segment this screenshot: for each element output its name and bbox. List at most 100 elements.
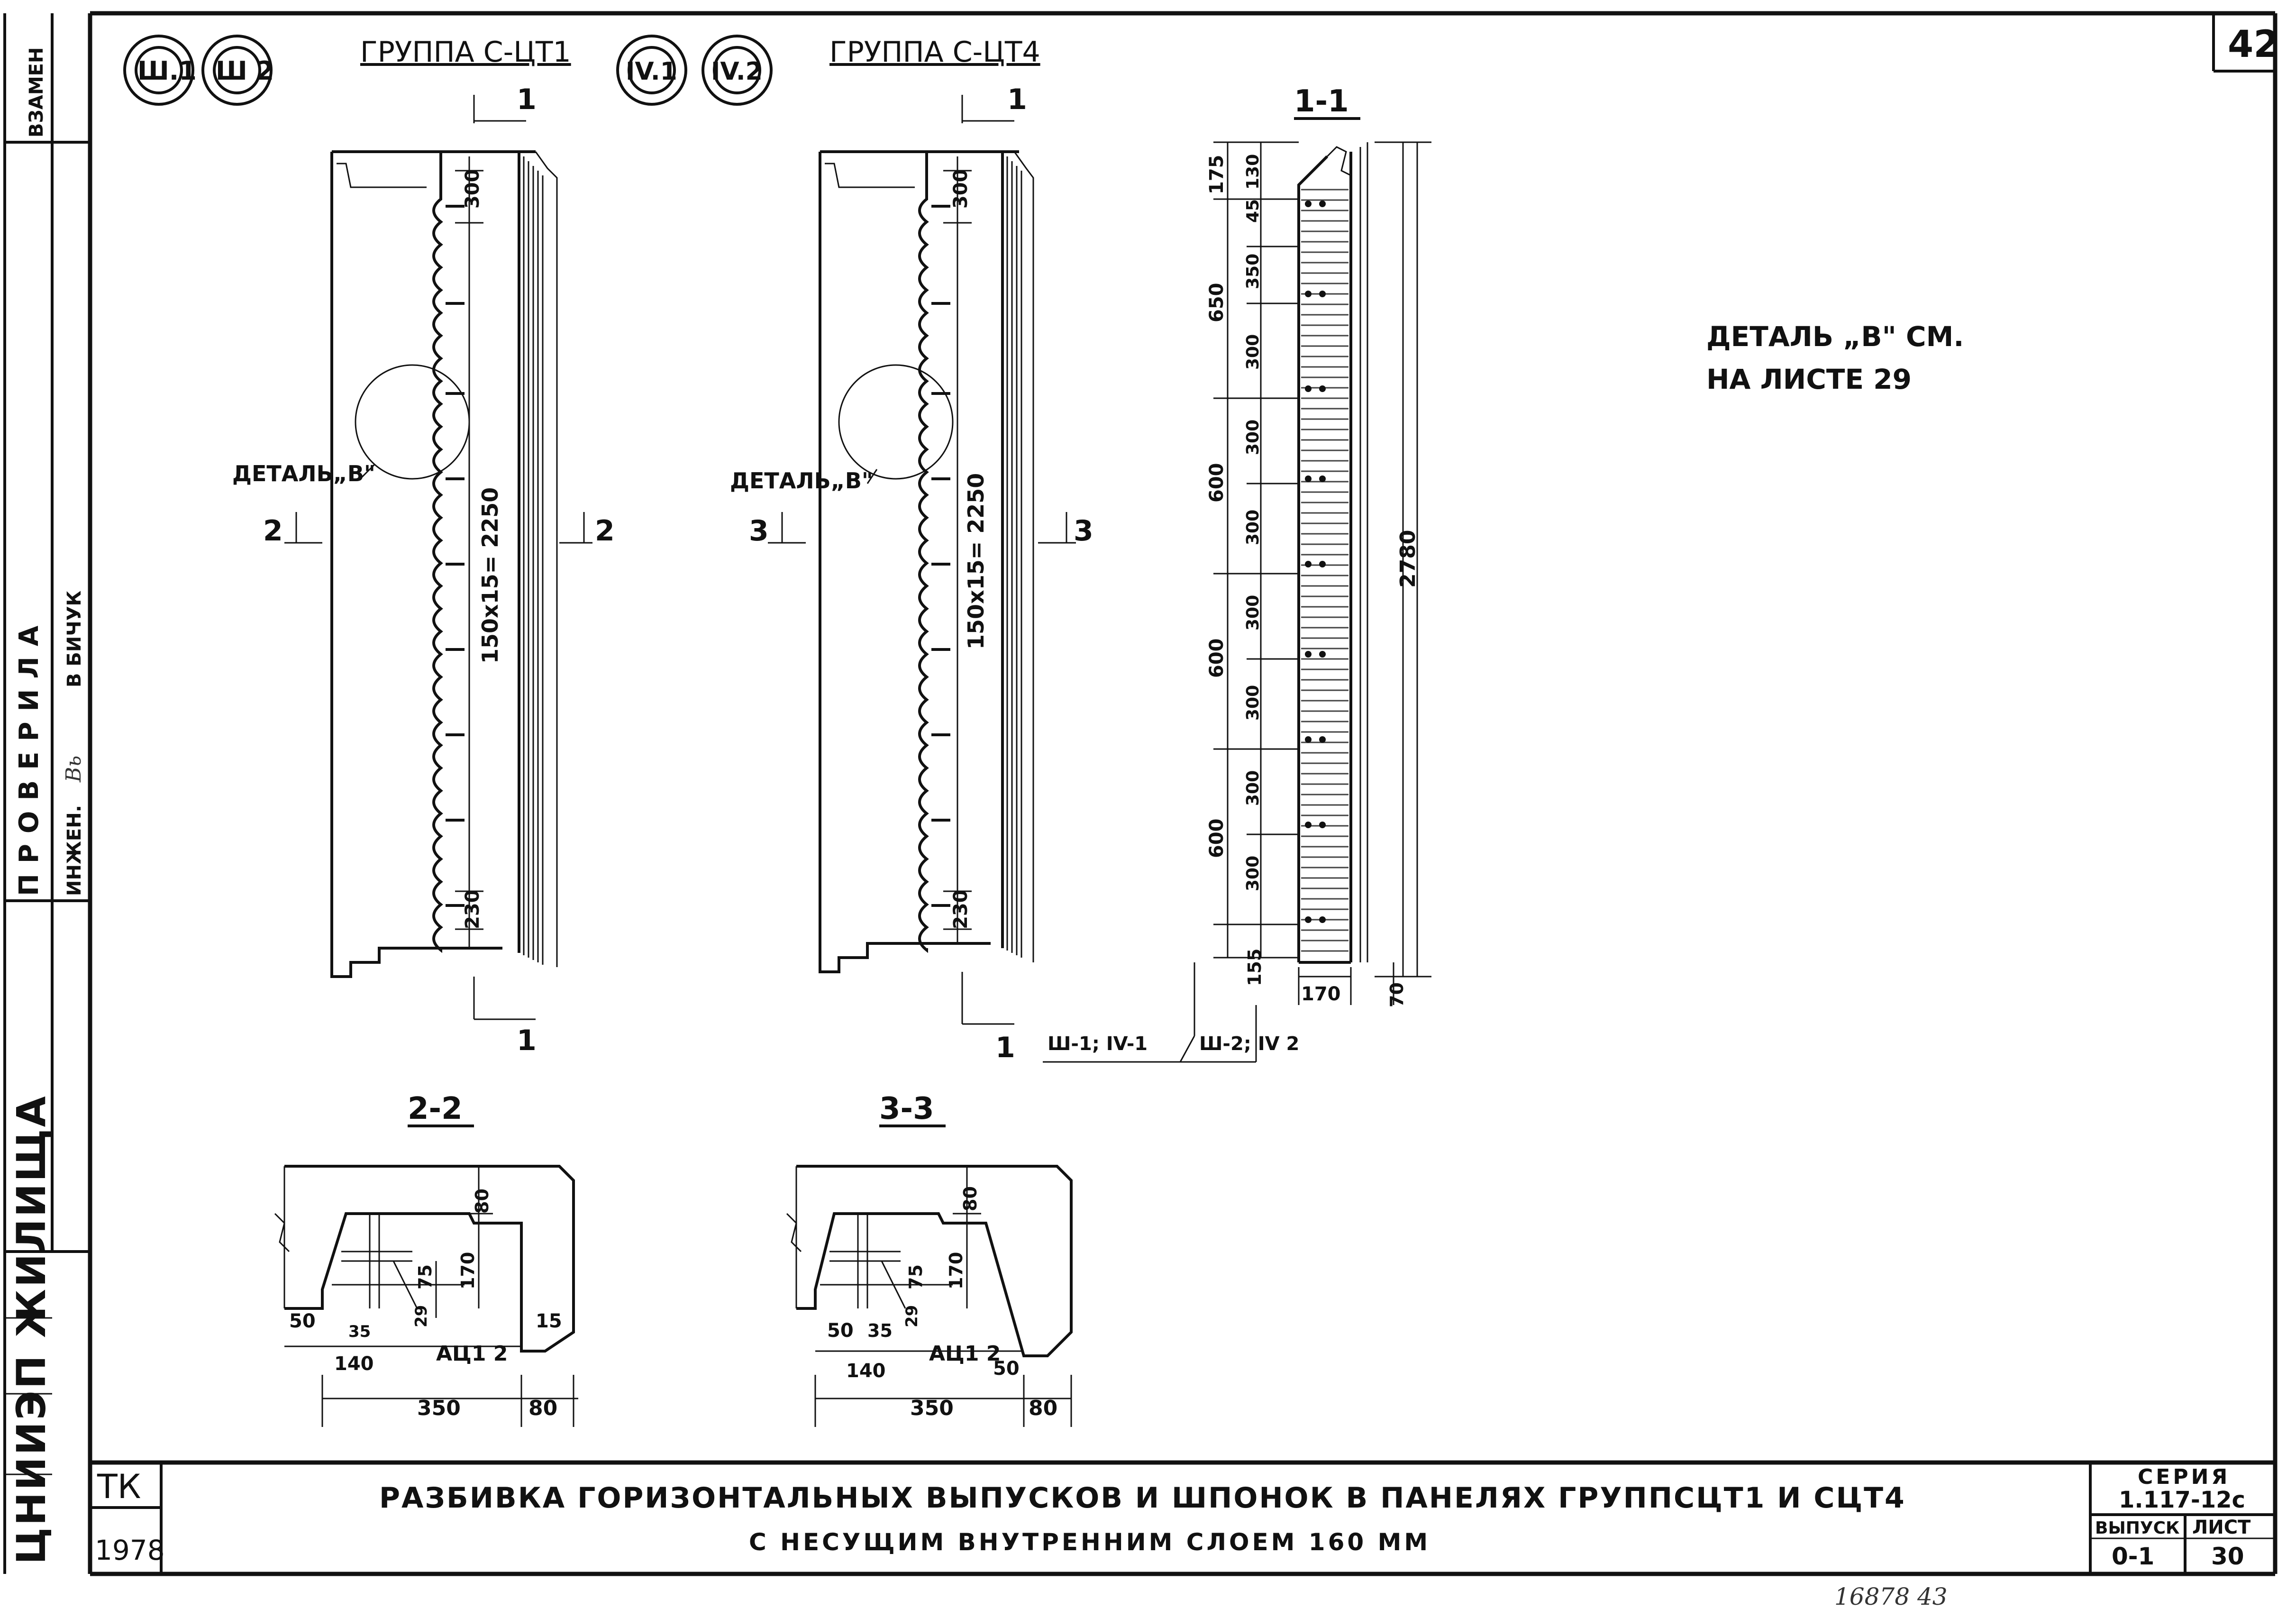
panel-2-dim-main: 150х15= 2250 xyxy=(963,473,989,649)
rebar-dot xyxy=(1305,561,1312,567)
panel-1-detail-label: ДЕТАЛЬ„В" xyxy=(232,461,375,486)
section-2-2: 2-2 80 170 75 29 35 50 140 АЦ1 2 15 350 … xyxy=(274,1091,578,1427)
rebar-dot xyxy=(1305,201,1312,207)
panel-1-cut-bottom: 1 xyxy=(517,1024,537,1057)
section-3-3-dim-80b: 80 xyxy=(1029,1396,1057,1420)
section-1-1: 1-1 175 650 600 600 600 155 130 45 xyxy=(1043,84,1431,1063)
section-1-1-inner-3: 300 xyxy=(1243,334,1263,370)
sheet-frame xyxy=(3,11,2278,1576)
section-1-1-inner-9: 300 xyxy=(1243,856,1263,891)
section-1-1-inner-5: 300 xyxy=(1243,510,1263,545)
panel-2-section-right: 3 xyxy=(1074,514,1093,548)
panel-2-cut-bottom: 1 xyxy=(995,1031,1015,1064)
section-1-1-inner-0: 130 xyxy=(1243,154,1263,190)
stamp-signature: Вь xyxy=(62,756,86,783)
rebar-dot xyxy=(1319,561,1326,567)
section-3-3-dim-170: 170 xyxy=(946,1252,966,1289)
rebar-dot xyxy=(1305,736,1312,743)
rebar-dot xyxy=(1319,822,1326,828)
section-3-3: 3-3 80 170 75 29 35 50 140 АЦ1 2 50 350 … xyxy=(786,1091,1073,1427)
section-1-1-outer-0: 175 xyxy=(1206,155,1228,195)
panel-1-ties xyxy=(446,205,465,907)
section-1-1-legend-right: Ш-2; IV 2 xyxy=(1199,1033,1299,1055)
section-1-1-inner-4: 300 xyxy=(1243,420,1263,455)
section-2-2-dim-80b: 80 xyxy=(528,1396,557,1420)
rebar-dot xyxy=(1305,475,1312,482)
section-1-1-outer-3: 600 xyxy=(1206,639,1228,678)
group-2-mark-b: IV.2 xyxy=(711,57,763,86)
section-1-1-legend-left: Ш-1; IV-1 xyxy=(1048,1033,1148,1055)
stamp-org: ЦНИИЭП ЖИЛИЩА xyxy=(8,1094,55,1564)
rebar-dot xyxy=(1319,291,1326,297)
panel-2-dim-bottom: 230 xyxy=(950,890,972,930)
rebar-dot xyxy=(1305,651,1312,658)
rebar-dot xyxy=(1319,385,1326,392)
title-line-2: С НЕСУЩИМ ВНУТРЕННИМ СЛОЕМ 160 ММ xyxy=(749,1528,1430,1556)
panel-1-cut-top: 1 xyxy=(517,83,537,116)
section-2-2-title: 2-2 xyxy=(408,1091,463,1126)
group-2-header: IV.1 IV.2 ГРУППА С-ЦТ4 xyxy=(616,35,1040,106)
footer-handwritten-number: 16878 43 xyxy=(1834,1583,1948,1609)
group-1-title: ГРУППА С-ЦТ1 xyxy=(360,36,571,69)
section-1-1-inner-7: 300 xyxy=(1243,685,1263,721)
title-line-1: РАЗБИВКА ГОРИЗОНТАЛЬНЫХ ВЫПУСКОВ И ШПОНО… xyxy=(379,1481,1906,1515)
section-3-3-dim-140: 140 xyxy=(846,1360,886,1382)
title-vypusk-value: 0-1 xyxy=(2112,1543,2154,1570)
sheet-number: 42 xyxy=(2228,23,2279,66)
title-year: 1978 xyxy=(95,1534,165,1566)
section-1-1-inner-2: 350 xyxy=(1243,254,1263,289)
stamp-zamen: ВЗАМЕН xyxy=(26,47,47,137)
rebar-dot xyxy=(1319,475,1326,482)
panel-2-keyway-edge xyxy=(918,152,929,953)
group-1-mark-a: Ш.1 xyxy=(137,56,197,86)
rebar-dot xyxy=(1319,651,1326,658)
panel-2-cut-top: 1 xyxy=(1007,83,1027,116)
panel-1-elevation: 1 1 2 2 ДЕТАЛЬ„В" 300 230 150х15= 2250 xyxy=(232,83,615,1057)
section-1-1-width: 170 xyxy=(1301,983,1341,1005)
section-1-1-hatch xyxy=(1301,189,1348,952)
title-vypusk-label: ВЫПУСК xyxy=(2095,1518,2179,1538)
section-2-2-dim-170: 170 xyxy=(457,1252,478,1289)
title-seria-value: 1.117-12с xyxy=(2119,1487,2245,1513)
section-3-3-rebar: АЦ1 2 xyxy=(929,1342,1001,1366)
section-3-3-dim-350: 350 xyxy=(910,1396,954,1420)
rebar-dot xyxy=(1305,916,1312,923)
section-1-1-total: 2780 xyxy=(1396,530,1420,588)
panel-1-section-right: 2 xyxy=(595,514,615,548)
section-1-1-title: 1-1 xyxy=(1294,84,1349,119)
stamp-name: В БИЧУК xyxy=(64,590,85,687)
panel-1-dim-top: 300 xyxy=(462,169,483,209)
section-1-1-outer-1: 650 xyxy=(1206,283,1228,323)
group-1-mark-b: Ш 2 xyxy=(216,56,274,86)
rebar-dot xyxy=(1319,736,1326,743)
panel-1-section-left: 2 xyxy=(263,514,283,548)
panel-2-detail-label: ДЕТАЛЬ„В" xyxy=(730,468,873,494)
section-2-2-rebar: АЦ1 2 xyxy=(436,1342,508,1366)
section-1-1-outer-4: 600 xyxy=(1206,819,1228,859)
rebar-dot xyxy=(1305,291,1312,297)
group-1-header: Ш.1 Ш 2 ГРУППА С-ЦТ1 xyxy=(123,35,571,106)
rebar-dot xyxy=(1319,201,1326,207)
stamp-proverila: ПРОВЕРИЛА xyxy=(14,615,45,896)
panel-1-dim-main: 150х15= 2250 xyxy=(477,487,503,664)
section-3-3-dim-50: 50 xyxy=(827,1320,854,1342)
title-list-value: 30 xyxy=(2211,1543,2244,1570)
title-seria-label: СЕРИЯ xyxy=(2138,1465,2230,1489)
rebar-dot xyxy=(1305,385,1312,392)
note-line-1: ДЕТАЛЬ „В" СМ. xyxy=(1706,320,1964,353)
panel-2-ties xyxy=(931,205,950,907)
title-list-label: ЛИСТ xyxy=(2192,1517,2251,1538)
section-3-3-dim-80: 80 xyxy=(960,1186,981,1211)
section-3-3-dim-29: 29 xyxy=(902,1305,921,1327)
group-2-title: ГРУППА С-ЦТ4 xyxy=(829,36,1040,69)
panel-2-dim-top: 300 xyxy=(950,169,972,209)
panel-1-keyway-edge xyxy=(432,152,443,953)
stamp-inzh: ИНЖЕН. xyxy=(64,805,85,896)
section-3-3-dim-35: 35 xyxy=(867,1320,893,1341)
rebar-dot xyxy=(1319,916,1326,923)
section-1-1-outer-5: 155 xyxy=(1244,949,1265,986)
section-1-1-inner-8: 300 xyxy=(1243,770,1263,806)
section-1-1-inner-1: 45 xyxy=(1243,199,1263,223)
rebar-dot xyxy=(1305,822,1312,828)
section-1-1-outer-2: 600 xyxy=(1206,463,1228,503)
